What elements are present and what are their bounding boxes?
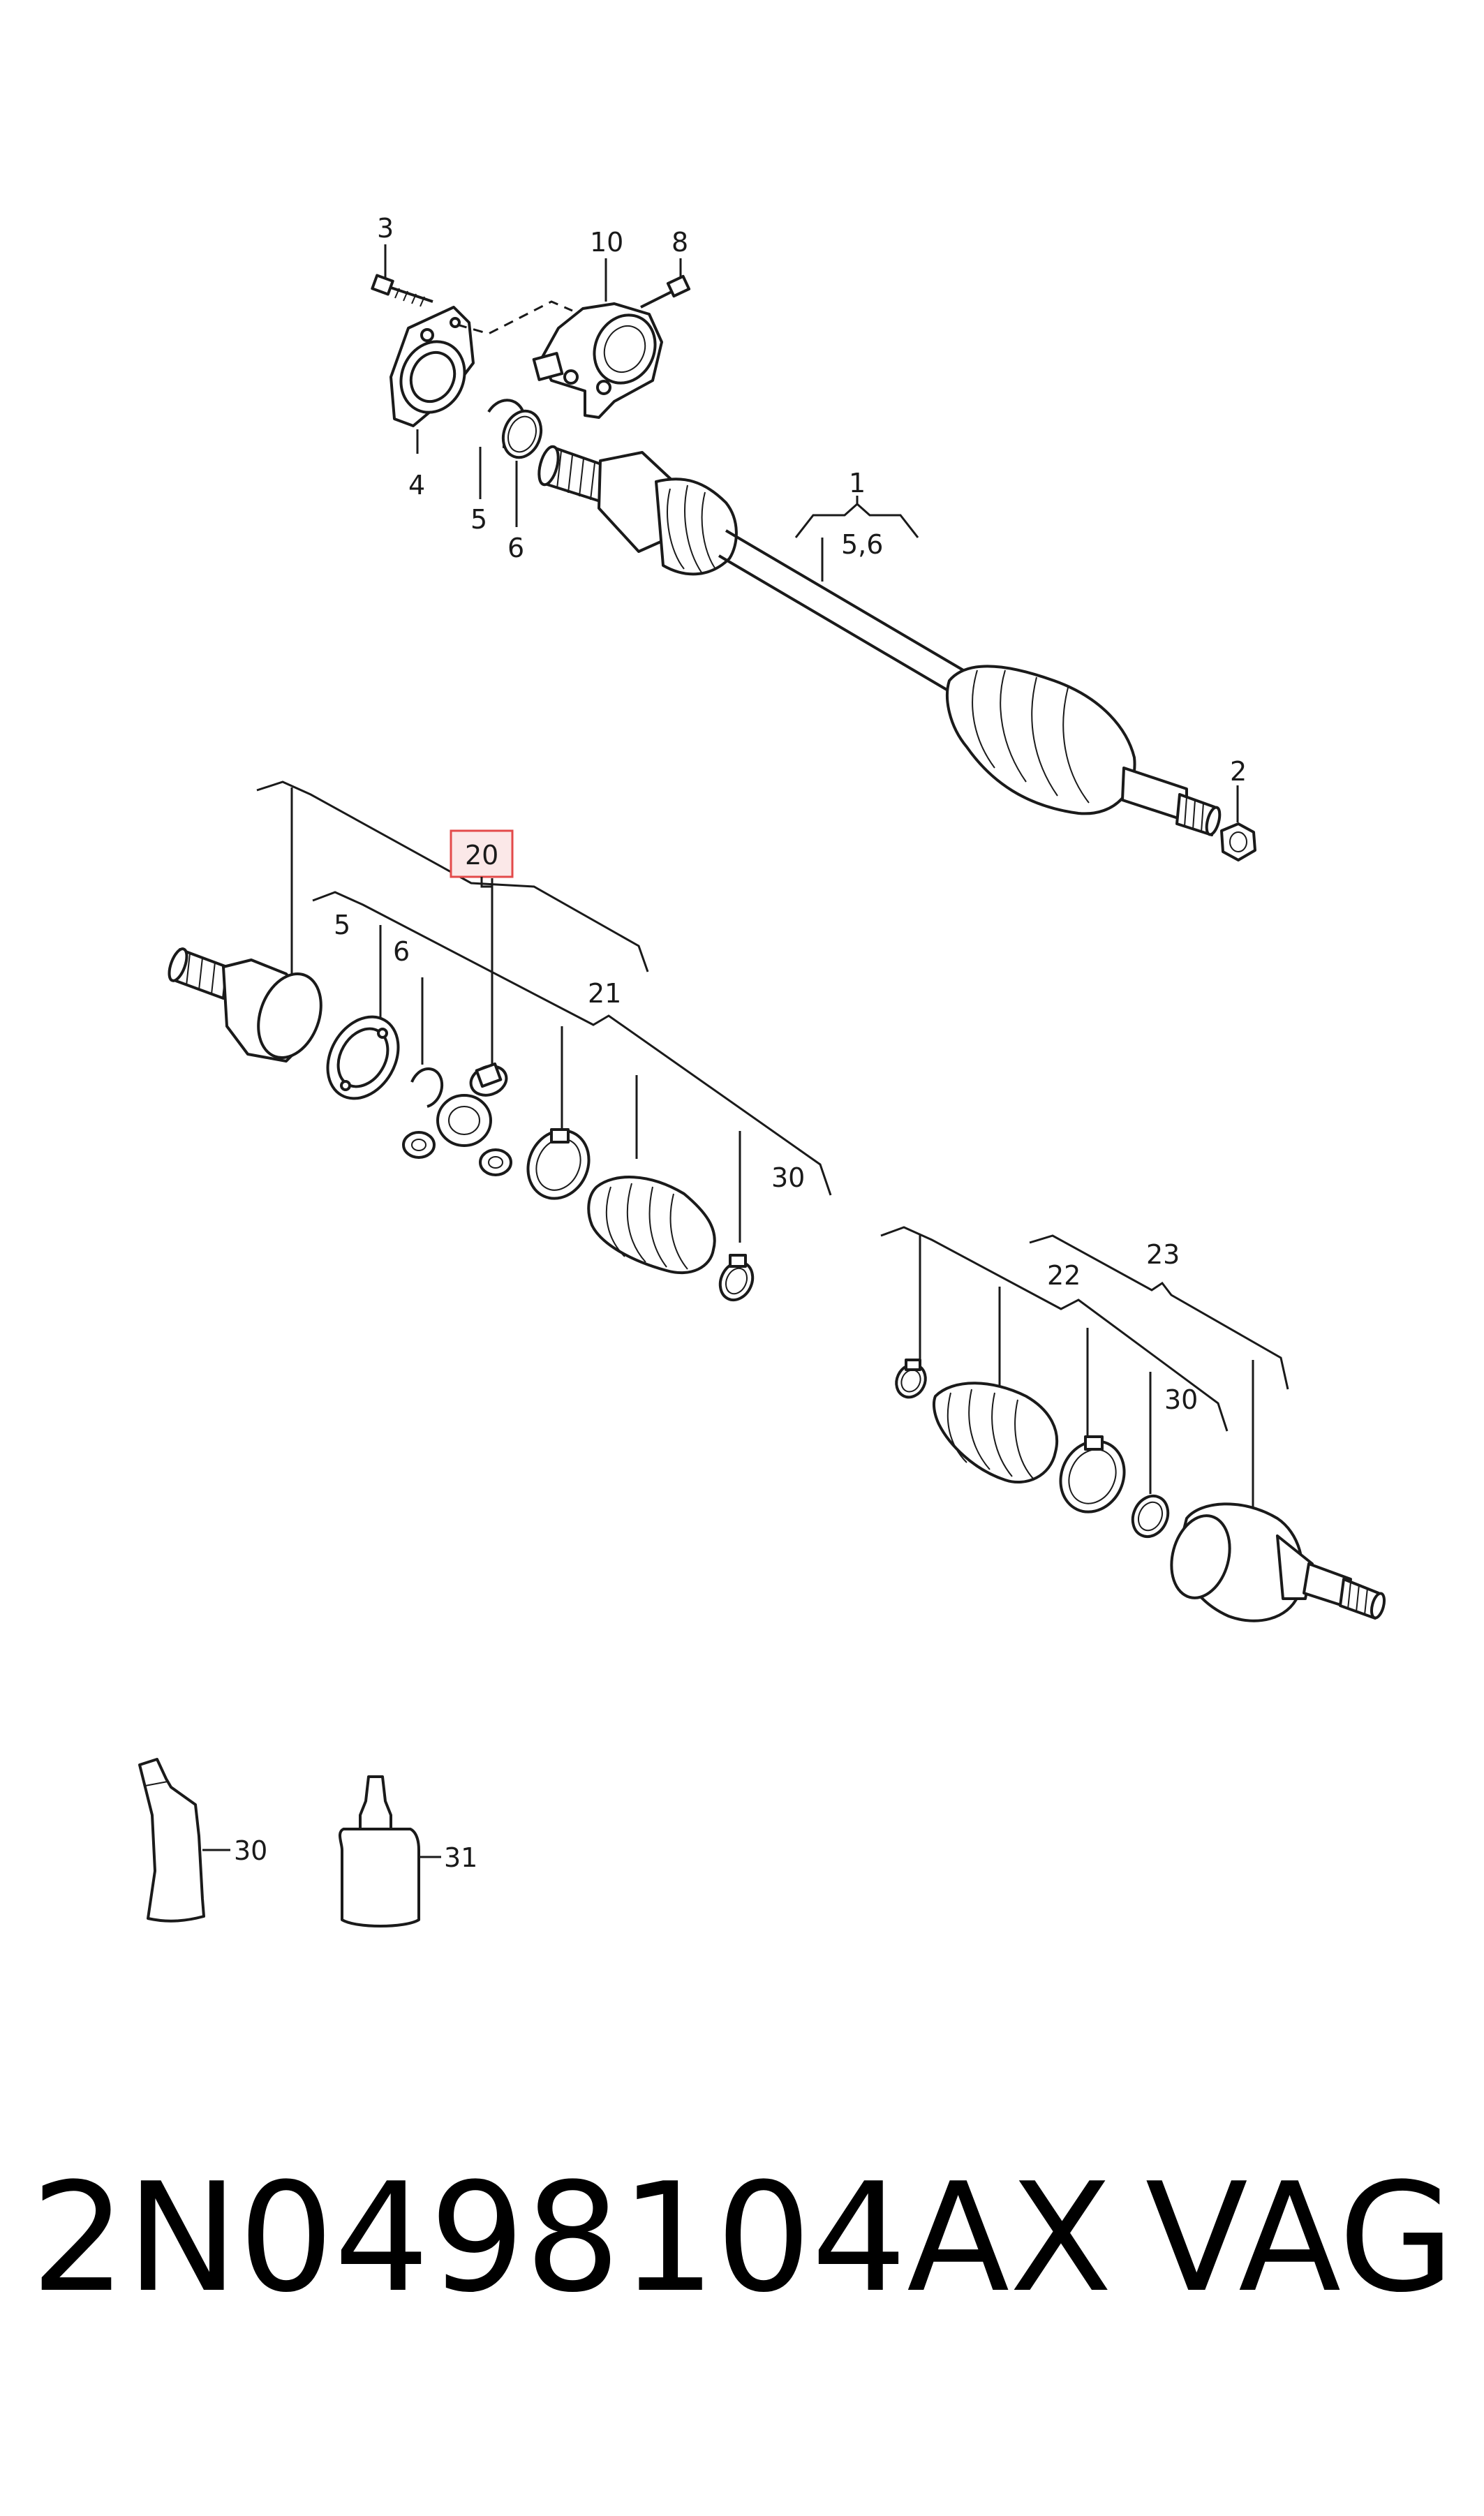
joint-housing-inner — [168, 947, 322, 1063]
tripod-spider — [402, 1062, 512, 1176]
boot-clamp-outer-small — [895, 1359, 927, 1399]
callout-8: 8 — [671, 227, 688, 258]
hex-nut-part-2 — [1220, 785, 1256, 861]
footer-banner: 2N0498104AX VAG — [31, 2150, 1455, 2360]
grease-bottle-part-31 — [338, 1775, 441, 1927]
boot-clamp-inner-small — [718, 1254, 755, 1302]
bracket-part-20 — [256, 780, 649, 972]
callout-20: 20 — [465, 840, 498, 871]
callout-5: 5 — [470, 504, 487, 535]
callout-2: 2 — [1230, 756, 1247, 787]
bracket-part-23 — [1029, 1234, 1289, 1390]
circlip-part-6-lower — [410, 1067, 444, 1108]
drive-shaft-part-1 — [537, 445, 1222, 836]
joint-housing-outer — [1170, 1502, 1386, 1622]
callout-10: 10 — [590, 227, 623, 258]
callout-3: 3 — [377, 213, 394, 244]
callout-30-outer: 30 — [1164, 1384, 1198, 1415]
bearing-bracket-part-4 — [389, 306, 475, 454]
bolt-part-8 — [640, 258, 691, 309]
callout-5-6: 5,6 — [841, 529, 883, 560]
callout-6: 6 — [507, 533, 524, 563]
callout-30-kit: 30 — [771, 1162, 805, 1193]
cv-boot-inner — [587, 1176, 716, 1275]
bolt-part-3 — [371, 244, 433, 307]
boot-clamp-outer-large — [1059, 1435, 1126, 1514]
bracket-part-21 — [312, 891, 832, 1196]
highlight-box-part-20 — [450, 829, 514, 878]
callout-5-lower: 5 — [334, 910, 350, 940]
callout-30-tube: 30 — [234, 1835, 267, 1866]
bearing-housing-part-10 — [532, 258, 663, 419]
seal-ring-part-6 — [501, 409, 543, 527]
cv-boot-outer — [932, 1382, 1059, 1484]
brand-name: VAG — [1145, 2150, 1455, 2325]
callout-21: 21 — [588, 978, 621, 1009]
callout-6-lower: 6 — [393, 936, 410, 967]
flange-ring-part-5 — [326, 1015, 400, 1100]
callout-1: 1 — [849, 468, 866, 498]
boot-clamp-inner-large — [526, 1128, 591, 1200]
callout-31-bottle: 31 — [444, 1842, 477, 1873]
grease-tube-part-30 — [138, 1758, 230, 1923]
circlip-outer — [1131, 1494, 1170, 1539]
part-number: 2N0498104AX — [31, 2150, 1113, 2325]
bracket-part-22 — [880, 1226, 1229, 1432]
callout-22: 22 — [1047, 1260, 1081, 1291]
callout-23: 23 — [1146, 1239, 1180, 1270]
callout-4: 4 — [408, 470, 425, 501]
